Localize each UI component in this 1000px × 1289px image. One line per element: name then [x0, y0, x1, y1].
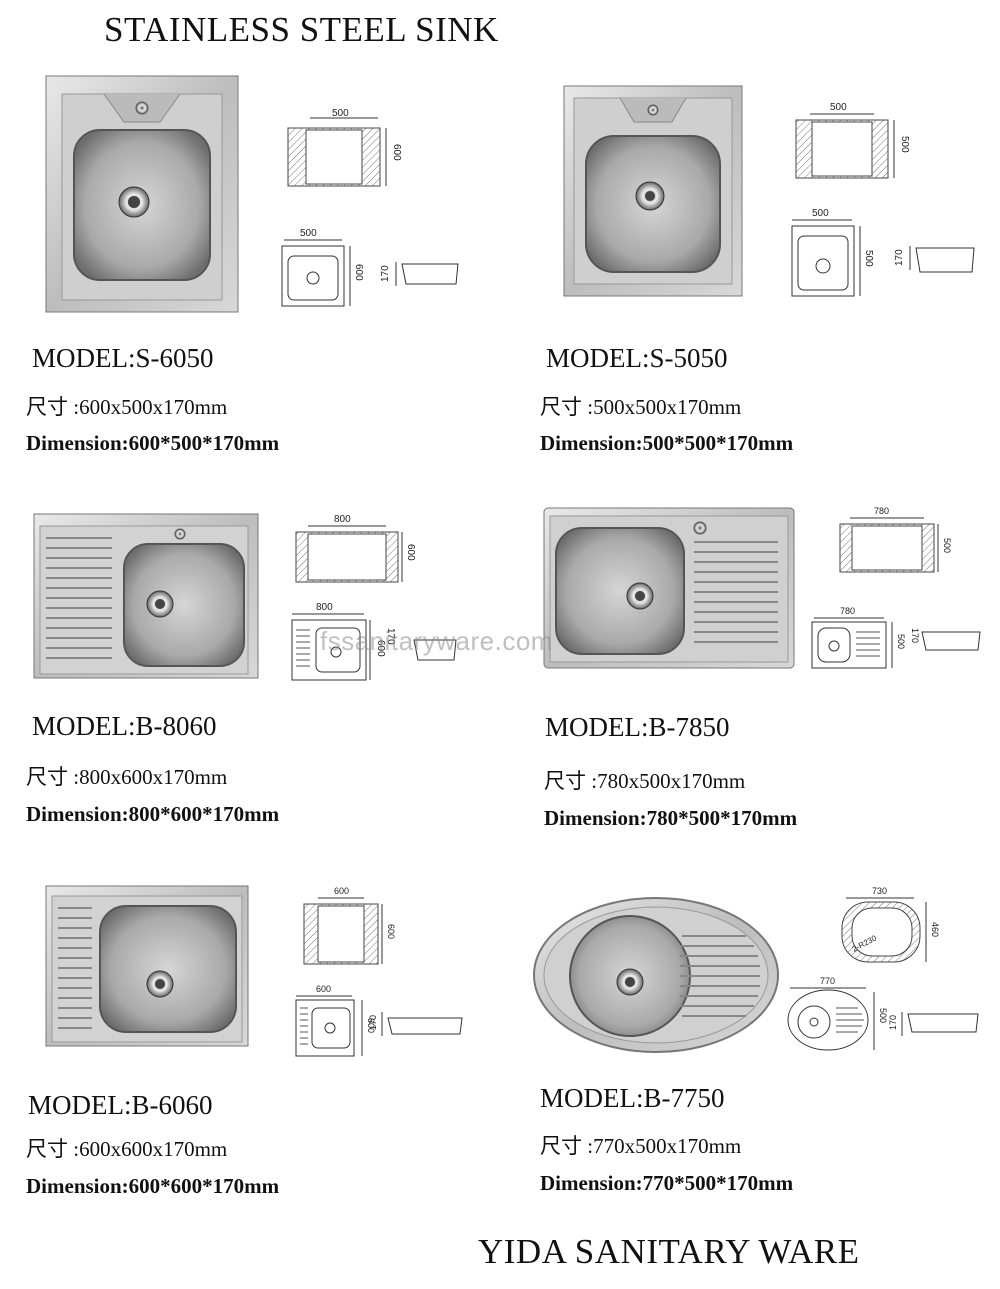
bottom-height-label: 600	[375, 640, 386, 657]
bottom-view-drawing: 500 500 170	[791, 208, 975, 297]
bottom-view-drawing: 600 600 170	[295, 984, 463, 1057]
top-width-label: 600	[334, 886, 349, 896]
size-label: 尺寸 :600x500x170mm	[26, 395, 228, 419]
top-height-label: 600	[386, 924, 396, 939]
bottom-width-label: 500	[812, 208, 829, 219]
page-title: STAINLESS STEEL SINK	[104, 10, 499, 49]
sink-photo	[563, 85, 743, 297]
depth-label: 170	[380, 265, 391, 282]
depth-label: 170	[910, 628, 920, 643]
top-view-drawing: 500 500	[795, 102, 910, 179]
sink-photo	[543, 507, 795, 669]
top-width-label: 500	[332, 108, 349, 119]
bottom-height-label: 600	[366, 1018, 376, 1033]
top-view-drawing: 800 600	[295, 514, 416, 583]
model-label: MODEL:B-7750	[540, 1083, 725, 1113]
sink-photo	[45, 885, 249, 1047]
dimension-label: Dimension:770*500*170mm	[540, 1171, 794, 1195]
top-view-drawing: 500 600	[287, 108, 402, 187]
dimension-label: Dimension:780*500*170mm	[544, 806, 798, 830]
size-label: 尺寸 :600x600x170mm	[26, 1137, 228, 1161]
model-label: MODEL:B-6060	[28, 1090, 213, 1120]
depth-label: 170	[385, 628, 396, 645]
top-view-drawing: 730 2-R230 460	[841, 886, 940, 963]
brand-footer: YIDA SANITARY WARE	[478, 1232, 860, 1271]
model-label: MODEL:S-5050	[546, 343, 728, 373]
bottom-height-label: 500	[896, 634, 906, 649]
size-label: 尺寸 :500x500x170mm	[540, 395, 742, 419]
bottom-height-label: 500	[878, 1008, 888, 1023]
depth-label: 170	[368, 1015, 378, 1030]
top-height-label: 500	[942, 538, 952, 553]
top-height-label: 600	[391, 144, 402, 161]
bottom-width-label: 770	[820, 976, 835, 986]
bottom-width-label: 780	[840, 606, 855, 616]
depth-label: 170	[894, 249, 905, 266]
sink-photo	[533, 897, 779, 1053]
model-label: MODEL:B-8060	[32, 711, 217, 741]
bottom-width-label: 600	[316, 984, 331, 994]
top-width-label: 500	[830, 102, 847, 113]
bottom-width-label: 800	[316, 602, 333, 613]
dimension-label: Dimension:500*500*170mm	[540, 431, 794, 455]
top-width-label: 800	[334, 514, 351, 525]
sink-photo	[33, 513, 259, 679]
bottom-view-drawing: 800 600 170	[291, 602, 457, 681]
dimension-label: Dimension:600*600*170mm	[26, 1174, 280, 1198]
model-label: MODEL:B-7850	[545, 712, 730, 742]
bottom-width-label: 500	[300, 228, 317, 239]
top-width-label: 730	[872, 886, 887, 896]
size-label: 尺寸 :780x500x170mm	[544, 769, 746, 793]
bottom-view-drawing: 770 500 170	[787, 976, 979, 1051]
model-label: MODEL:S-6050	[32, 343, 214, 373]
sink-photo	[45, 75, 239, 313]
depth-label: 170	[888, 1015, 898, 1030]
dimension-label: Dimension:800*600*170mm	[26, 802, 280, 826]
bottom-height-label: 600	[353, 264, 364, 281]
top-view-drawing: 600 600	[303, 886, 396, 965]
bottom-view-drawing: 500 600 170	[281, 228, 459, 307]
size-label: 尺寸 :770x500x170mm	[540, 1134, 742, 1158]
size-label: 尺寸 :800x600x170mm	[26, 765, 228, 789]
bottom-height-label: 500	[863, 250, 874, 267]
top-height-label: 600	[405, 544, 416, 561]
dimension-label: Dimension:600*500*170mm	[26, 431, 280, 455]
bottom-view-drawing: 780 500 170	[811, 606, 981, 669]
top-height-label: 500	[899, 136, 910, 153]
top-height-label: 460	[930, 922, 940, 937]
watermark: fssanitaryware.com	[320, 626, 553, 656]
top-view-drawing: 780 500	[839, 506, 952, 573]
top-width-label: 780	[874, 506, 889, 516]
